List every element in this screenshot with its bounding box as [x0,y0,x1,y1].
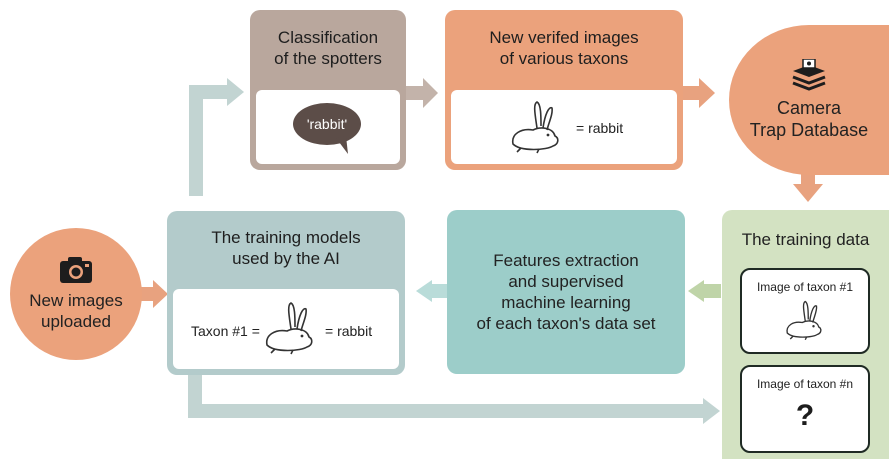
training-models-title-line2: used by the AI [232,249,340,268]
taxon-n-card: Image of taxon #n ? [740,365,870,453]
database-label-line2: Trap Database [749,120,869,140]
database-label-line1: Camera [776,98,842,118]
taxon-n-card-title: Image of taxon #n [756,377,854,391]
arrow-training-data-to-features [688,280,704,302]
arrow-features-to-models [416,280,432,302]
new-images-node: New images uploaded [10,228,142,360]
training-models-equals-text: = rabbit [325,323,373,339]
unknown-taxon-symbol: ? [795,399,815,432]
training-models-box: The training models used by the AI Taxon… [167,211,405,375]
rabbit-icon [511,101,559,154]
arrow-spotters-to-verified [405,86,425,100]
spotters-box: Classification of the spotters 'rabbit' [250,10,406,170]
training-models-title-line1: The training models [211,228,361,247]
training-data-panel: The training data Image of taxon #1 Imag… [722,210,889,459]
camera-icon [60,257,92,283]
camera-trap-database-node: Camera Trap Database [729,25,889,175]
taxon-label: Taxon #1 = [191,323,260,339]
new-images-label-line1: New images [29,291,123,310]
verified-images-box: New verifed images of various taxons = r… [445,10,683,170]
training-data-title: The training data [741,230,870,249]
arrow-models-to-training-data [188,374,705,418]
features-line1: Features extraction [493,251,639,270]
arrow-new-images-to-models [139,287,155,301]
new-images-label-line2: uploaded [41,312,111,331]
rabbit-icon [786,300,822,341]
verified-title-line1: New verifed images [489,28,639,47]
spotters-title-line2: of the spotters [274,49,382,68]
verified-title-line2: of various taxons [499,49,629,68]
spotters-bubble-text: 'rabbit' [306,116,348,132]
features-line4: of each taxon's data set [476,314,656,333]
spotters-title-line1: Classification [277,28,379,47]
features-extraction-box: Features extraction and supervised machi… [447,210,685,374]
taxon-1-card: Image of taxon #1 [740,268,870,354]
features-line3: machine learning [501,293,631,312]
taxon-1-card-title: Image of taxon #1 [756,280,854,294]
arrowhead-to-spotters [227,78,244,106]
arrow-models-to-spotters [189,85,228,196]
speech-bubble-icon [293,103,361,154]
rabbit-icon [265,302,313,355]
verified-equals-text: = rabbit [576,120,624,136]
database-stack-icon [792,59,826,91]
arrow-verified-to-database [683,86,701,100]
features-line2: and supervised [508,272,624,291]
